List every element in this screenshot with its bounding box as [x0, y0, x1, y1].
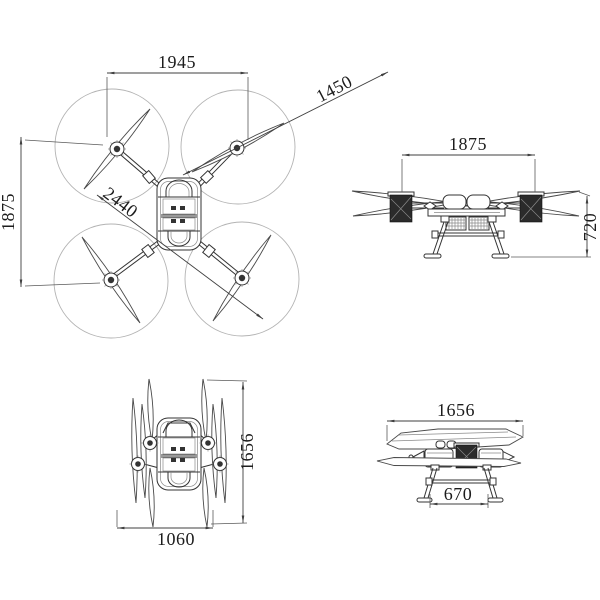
view-front-folded: 1656 670 — [376, 400, 524, 508]
dim-front-width-label: 1875 — [449, 134, 487, 154]
dim-diagonal-label: 2440 — [99, 183, 141, 222]
dim-folded-length: 1656 — [206, 379, 257, 525]
front-landing-gear — [423, 215, 510, 259]
folded-blade-6 — [211, 403, 218, 499]
dim-folded-width: 1060 — [116, 510, 214, 549]
arm-bottom-left — [113, 238, 164, 277]
dim-top-width: 1945 — [106, 52, 249, 140]
dim-top-depth-label: 1875 — [0, 193, 18, 231]
folded-blade-8 — [202, 467, 209, 528]
motor-hub-bottom-left — [102, 271, 120, 289]
folded-blade-2 — [201, 378, 208, 442]
front-motor-right — [517, 191, 545, 223]
view-front-unfolded: 1875 720 — [351, 134, 600, 259]
dim-folded-length-label: 1656 — [237, 433, 257, 471]
dim-front-height: 720 — [511, 191, 600, 258]
folded-landing-gear — [416, 464, 504, 503]
dim-folded-front-length: 1656 — [386, 400, 524, 441]
folded-blade-7 — [148, 467, 155, 528]
front-motor-left — [387, 191, 415, 223]
body-top-view — [156, 177, 202, 251]
dim-front-height-label: 720 — [580, 213, 600, 242]
folded-blade-4 — [220, 397, 227, 504]
view-top-folded: 1656 1060 — [116, 378, 257, 549]
motor-hub-bottom-right — [233, 269, 251, 287]
folded-blade-stack-top — [386, 428, 524, 450]
arm-bottom-right — [194, 238, 241, 277]
folded-motors — [129, 434, 229, 473]
folded-blade-1 — [147, 378, 154, 442]
folded-blade-5 — [140, 403, 147, 499]
dim-leg-span-label: 670 — [444, 484, 473, 504]
dim-folded-width-label: 1060 — [157, 529, 195, 549]
front-body — [427, 194, 506, 231]
dim-leg-span: 670 — [429, 484, 489, 508]
folded-blade-stack-lower — [376, 457, 522, 467]
view-top-unfolded: 1945 1875 1450 2440 — [0, 52, 389, 339]
dim-front-width: 1875 — [401, 134, 536, 192]
dim-prop-line: 1450 — [182, 71, 389, 176]
dim-top-width-label: 1945 — [158, 52, 196, 72]
dim-folded-front-length-label: 1656 — [437, 400, 475, 420]
dim-top-depth: 1875 — [0, 136, 104, 288]
motor-hub-top-left — [108, 140, 126, 158]
dim-prop-line-label: 1450 — [313, 71, 356, 106]
folded-blade-3 — [131, 397, 138, 504]
arm-top-left — [117, 149, 164, 190]
body-folded-top — [156, 417, 202, 491]
